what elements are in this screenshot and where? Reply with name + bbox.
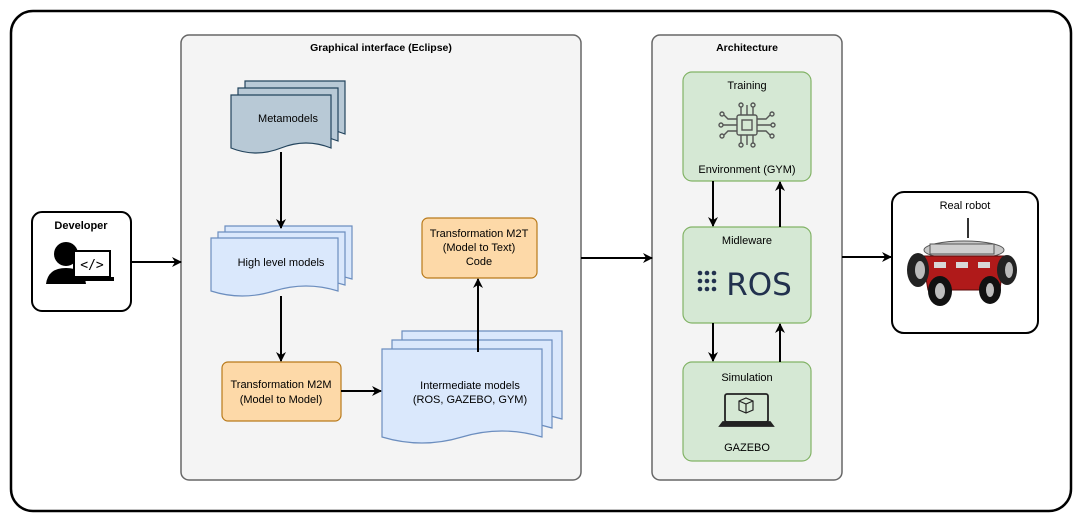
robot-label: Real robot: [940, 200, 991, 212]
m2m-line1: Transformation M2M: [230, 379, 331, 391]
m2m-box: [221, 361, 342, 422]
m2m-line2: (Model to Model): [240, 394, 323, 406]
laptop-cube-icon: [718, 393, 775, 427]
ros-logo: [697, 270, 717, 292]
svg-text:</>: </>: [80, 258, 104, 273]
developer-box: Developer </>: [31, 211, 132, 312]
intermediate-line1: Intermediate models: [420, 380, 520, 392]
m2t-line2: (Model to Text): [443, 242, 516, 254]
high-level-models-stack: [210, 225, 353, 297]
metamodels-stack: [230, 80, 346, 154]
high-level-models-label: High level models: [238, 257, 325, 269]
midleware-box: [682, 226, 812, 324]
training-subtitle: Environment (GYM): [698, 164, 795, 176]
developer-icon: </>: [46, 242, 114, 284]
flow-arrows: [131, 152, 892, 396]
midleware-title: Midleware: [722, 235, 772, 247]
intermediate-line2: (ROS, GAZEBO, GYM): [413, 394, 527, 406]
training-title: Training: [727, 80, 766, 92]
intermediate-models-stack: [381, 330, 563, 444]
simulation-title: Simulation: [721, 372, 772, 384]
architecture-title: Architecture: [716, 42, 778, 54]
eclipse-title: Graphical interface (Eclipse): [310, 42, 452, 54]
training-box: [682, 71, 812, 182]
robot-image: [907, 218, 1017, 306]
ai-chip-icon: [718, 102, 776, 148]
m2t-line3: Code: [466, 256, 492, 268]
simulation-subtitle: GAZEBO: [724, 442, 770, 454]
metamodels-label: Metamodels: [258, 113, 318, 125]
m2t-line1: Transformation M2T: [430, 228, 529, 240]
developer-label: Developer: [54, 220, 108, 232]
simulation-box: [682, 361, 812, 462]
ros-logo-text: ROS: [726, 267, 792, 303]
